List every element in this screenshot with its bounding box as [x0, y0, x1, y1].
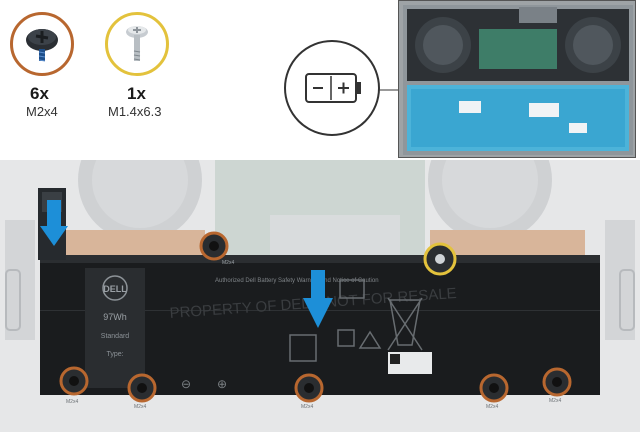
screw-label-4: M2x4 [301, 404, 313, 410]
laptop-overview-drawing [403, 5, 633, 155]
screw-label-3: M2x4 [134, 404, 146, 410]
screw-ring-bottom-1: M2x4 [59, 366, 89, 405]
screw-ring-bottom-5: M2x4 [542, 367, 572, 404]
screw-black-size: M2x4 [26, 104, 58, 119]
screw-label-5: M2x4 [486, 404, 498, 410]
battery-icon [305, 73, 361, 103]
screw-black-count: 6x [30, 84, 49, 103]
screw-label-2: M2x4 [66, 399, 78, 405]
battery-brand: DELL [103, 284, 127, 294]
battery-warning-text: Authorized Dell Battery Safety Warning A… [215, 278, 379, 284]
screw-black-callout [10, 12, 74, 76]
screw-label-1: M2x4 [222, 260, 234, 266]
polarity-minus: ⊖ [181, 377, 191, 391]
battery-removal-view: DELL 97Wh Standard Type: Authorized Dell… [0, 160, 640, 432]
screw-ring-top-left: M2x4 [199, 231, 234, 266]
screw-silver-callout [105, 12, 169, 76]
battery-mfr-note: Standard [101, 333, 130, 340]
laptop-overview-inset [398, 0, 636, 158]
screw-ring-gold [423, 242, 457, 276]
screw-ring-bottom-2: M2x4 [127, 373, 157, 410]
silver-screw-icon [126, 26, 148, 61]
screw-ring-bottom-4: M2x4 [479, 373, 509, 410]
screw-label-6: M2x4 [549, 398, 561, 404]
battery-callout [284, 40, 380, 136]
polarity-plus: ⊕ [217, 377, 227, 391]
battery-removal-drawing: DELL 97Wh Standard Type: Authorized Dell… [0, 160, 640, 432]
center-arrow-down [303, 270, 333, 328]
battery-type-label: Type: [106, 351, 123, 358]
screw-ring-bottom-3: M2x4 [294, 373, 324, 410]
screw-legend: 6x M2x4 1x M1.4x6.3 [0, 0, 240, 160]
screw-silver-count: 1x [127, 84, 146, 103]
battery-capacity: 97Wh [103, 312, 127, 322]
screw-silver-size: M1.4x6.3 [108, 104, 162, 119]
black-screw-icon [26, 29, 58, 62]
left-arrow-down [40, 200, 68, 246]
